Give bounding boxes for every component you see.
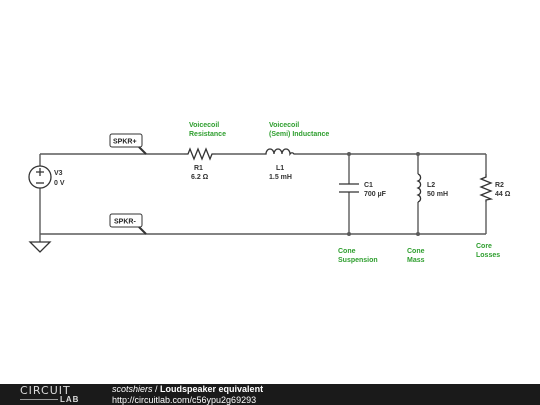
junctions bbox=[347, 152, 420, 236]
r2-note-line2: Losses bbox=[476, 252, 500, 259]
title-separator: / bbox=[152, 384, 161, 394]
resistor-symbol bbox=[184, 147, 216, 161]
inductor-symbol bbox=[264, 148, 296, 157]
resistor-symbol bbox=[479, 174, 494, 202]
wires bbox=[39, 153, 487, 242]
l2-ref-label: L2 bbox=[427, 182, 435, 189]
v3-ref-label: V3 bbox=[54, 170, 63, 177]
resistor-r2[interactable]: R2 44 Ω Core Losses bbox=[476, 174, 511, 259]
inductor-l1[interactable]: Voicecoil (Semi) Inductance L1 1.5 mH bbox=[264, 122, 329, 181]
port-spkr-minus-label: SPKR- bbox=[114, 219, 136, 226]
schematic-canvas: V3 0 V SPKR+ SPKR- Voicecoil Resistance … bbox=[28, 122, 511, 264]
junction-dot bbox=[347, 232, 351, 236]
circuitlab-logo[interactable]: CIRCUIT LAB bbox=[20, 384, 98, 405]
ground-symbol bbox=[28, 241, 52, 253]
footer-bar: CIRCUIT LAB scotshiers / Loudspeaker equ… bbox=[0, 384, 540, 405]
r1-note-line2: Resistance bbox=[189, 131, 226, 138]
logo-text-bottom: LAB bbox=[60, 395, 80, 404]
logo-wire-line bbox=[20, 399, 58, 400]
port-tag-box bbox=[109, 213, 143, 228]
junction-dot bbox=[347, 152, 351, 156]
junction-dot bbox=[416, 232, 420, 236]
port-tag-box bbox=[109, 133, 143, 148]
inductor-l2[interactable]: L2 50 mH Cone Mass bbox=[407, 173, 448, 264]
port-spkr-plus[interactable]: SPKR+ bbox=[109, 133, 147, 155]
c1-note-line1: Cone bbox=[338, 248, 356, 255]
port-spkr-minus[interactable]: SPKR- bbox=[109, 213, 147, 235]
capacitor-symbol bbox=[339, 183, 359, 193]
author-link[interactable]: scotshiers bbox=[112, 384, 153, 394]
voltage-source-v3[interactable]: V3 0 V bbox=[28, 165, 65, 189]
l1-ref-label: L1 bbox=[276, 165, 284, 172]
junction-dot bbox=[416, 152, 420, 156]
l1-value-label: 1.5 mH bbox=[269, 174, 292, 181]
logo-text-top: CIRCUIT bbox=[20, 384, 71, 397]
circuit-url-link[interactable]: http://circuitlab.com/c56ypu2g69293 bbox=[112, 395, 257, 405]
c1-note-line2: Suspension bbox=[338, 257, 378, 264]
port-tag-pointer bbox=[138, 226, 147, 235]
l2-note-line1: Cone bbox=[407, 248, 425, 255]
l2-value-label: 50 mH bbox=[427, 191, 448, 198]
l1-note-line2: (Semi) Inductance bbox=[269, 131, 329, 138]
port-tag-pointer bbox=[138, 146, 147, 155]
capacitor-c1[interactable]: C1 700 µF Cone Suspension bbox=[338, 182, 387, 264]
r1-note-line1: Voicecoil bbox=[189, 122, 219, 129]
circuit-title: scotshiers / Loudspeaker equivalent bbox=[112, 384, 263, 394]
r1-ref-label: R1 bbox=[194, 165, 203, 172]
c1-value-label: 700 µF bbox=[364, 191, 387, 198]
l2-note-line2: Mass bbox=[407, 257, 425, 264]
r2-value-label: 44 Ω bbox=[495, 191, 511, 198]
voltage-source-symbol bbox=[28, 165, 52, 189]
circuit-name[interactable]: Loudspeaker equivalent bbox=[160, 384, 264, 394]
r2-ref-label: R2 bbox=[495, 182, 504, 189]
r2-note-line1: Core bbox=[476, 243, 492, 250]
inductor-symbol bbox=[416, 173, 422, 203]
port-spkr-plus-label: SPKR+ bbox=[113, 139, 137, 146]
r1-value-label: 6.2 Ω bbox=[191, 174, 209, 181]
plus-sign-icon bbox=[36, 168, 44, 176]
v3-value-label: 0 V bbox=[54, 180, 65, 187]
l1-note-line1: Voicecoil bbox=[269, 122, 299, 129]
resistor-r1[interactable]: Voicecoil Resistance R1 6.2 Ω bbox=[184, 122, 226, 181]
ground-icon bbox=[28, 241, 52, 253]
c1-ref-label: C1 bbox=[364, 182, 373, 189]
